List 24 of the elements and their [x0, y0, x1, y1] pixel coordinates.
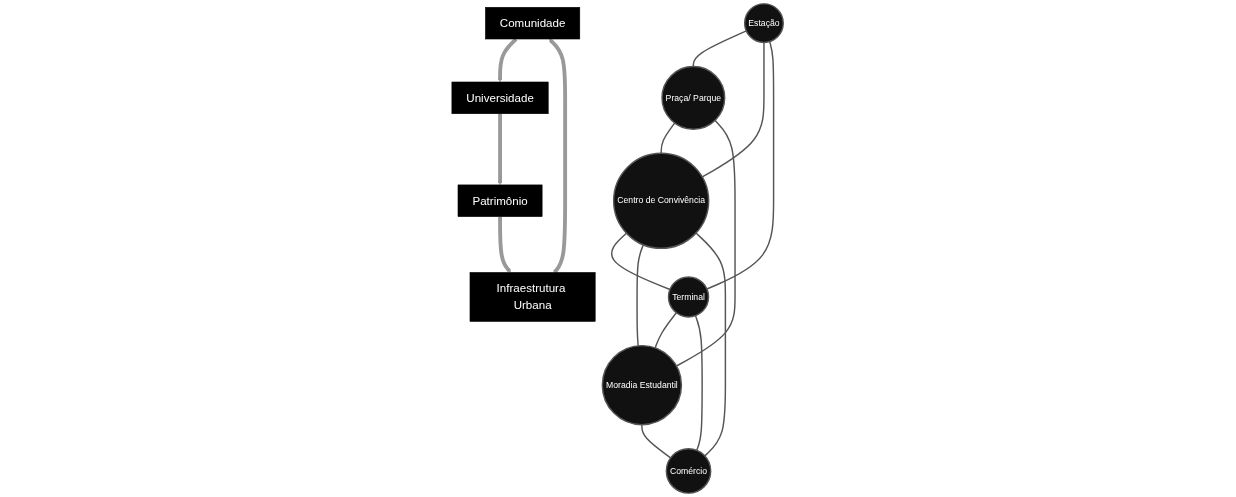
- node-circle: Comércio: [666, 448, 712, 494]
- node-circle: Estação: [744, 3, 785, 44]
- connector: [706, 40, 775, 290]
- connector: [611, 232, 672, 291]
- connector: [660, 122, 676, 155]
- node-box: Infraestrutura Urbana: [470, 272, 596, 322]
- node-box: Comunidade: [485, 7, 581, 40]
- connector: [693, 30, 748, 68]
- node-circle: Moradia Estudantil: [602, 344, 683, 426]
- connector: [676, 119, 737, 367]
- node-circle: Centro de Convivência: [613, 152, 710, 249]
- connector: [695, 232, 727, 457]
- node-box: Universidade: [452, 81, 549, 114]
- node-circle: Terminal: [668, 276, 710, 318]
- node-box: Patrimônio: [458, 184, 543, 217]
- connector: [695, 314, 704, 452]
- connector: [654, 312, 678, 349]
- connector: [641, 423, 672, 459]
- node-circle: Praça/ Parque: [661, 65, 726, 130]
- connector: [636, 244, 645, 347]
- connector: [702, 41, 766, 178]
- arrow: [498, 113, 503, 186]
- arrow: [498, 216, 512, 273]
- arrow: [549, 38, 568, 274]
